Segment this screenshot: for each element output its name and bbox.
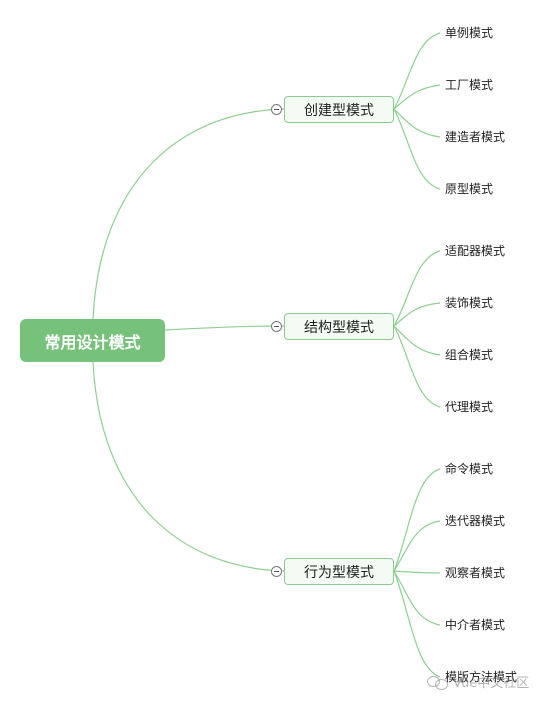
leaf-node[interactable]: 工厂模式 (445, 78, 494, 92)
connector-creational-leaf-2 (393, 84, 441, 110)
connector-root-to-behavioral (92, 361, 285, 572)
leaf-node[interactable]: 代理模式 (445, 400, 494, 414)
connector-root-to-structural (164, 325, 285, 331)
connector-creational-leaf-3 (393, 108, 441, 138)
connector-creational-leaf-4 (393, 108, 441, 190)
connector-structural-leaf-3 (393, 325, 441, 356)
leaf-node[interactable]: 中介者模式 (445, 618, 506, 632)
branch-node-creational[interactable]: 创建型模式 (284, 96, 394, 123)
leaf-node[interactable]: 单例模式 (445, 26, 494, 40)
branch-node-label: 创建型模式 (304, 102, 374, 119)
watermark-text: Vue中文社区 (453, 676, 530, 691)
connector-behavioral-leaf-4 (393, 570, 441, 626)
leaf-node[interactable]: 模版方法模式 (445, 670, 518, 684)
collapse-icon[interactable] (271, 321, 282, 332)
leaf-node[interactable]: 迭代器模式 (445, 514, 506, 528)
connector-structural-leaf-1 (393, 250, 441, 327)
watermark: Vue中文社区 (427, 672, 529, 691)
branch-node-label: 结构型模式 (304, 319, 374, 336)
leaf-node[interactable]: 组合模式 (445, 348, 494, 362)
branch-node-label: 行为型模式 (304, 564, 374, 581)
branch-node-behavioral[interactable]: 行为型模式 (284, 558, 394, 585)
connector-structural-leaf-2 (393, 302, 441, 327)
connector-creational-leaf-1 (393, 32, 441, 110)
connector-behavioral-leaf-3 (393, 570, 441, 574)
leaf-node[interactable]: 命令模式 (445, 462, 494, 476)
leaf-node[interactable]: 建造者模式 (445, 130, 506, 144)
leaf-node[interactable]: 观察者模式 (445, 566, 506, 580)
leaf-node[interactable]: 装饰模式 (445, 296, 494, 310)
leaf-node[interactable]: 适配器模式 (445, 244, 506, 258)
branch-node-structural[interactable]: 结构型模式 (284, 313, 394, 340)
leaf-node[interactable]: 原型模式 (445, 182, 494, 196)
wechat-icon (427, 674, 449, 690)
root-node[interactable]: 常用设计模式 (20, 319, 165, 362)
connector-behavioral-leaf-2 (393, 520, 441, 572)
connector-root-to-creational (92, 108, 285, 320)
root-node-label: 常用设计模式 (44, 332, 141, 352)
connector-structural-leaf-4 (393, 325, 441, 408)
connector-behavioral-leaf-5 (393, 570, 441, 678)
collapse-icon[interactable] (271, 104, 282, 115)
collapse-icon[interactable] (271, 566, 282, 577)
connector-behavioral-leaf-1 (393, 468, 441, 572)
